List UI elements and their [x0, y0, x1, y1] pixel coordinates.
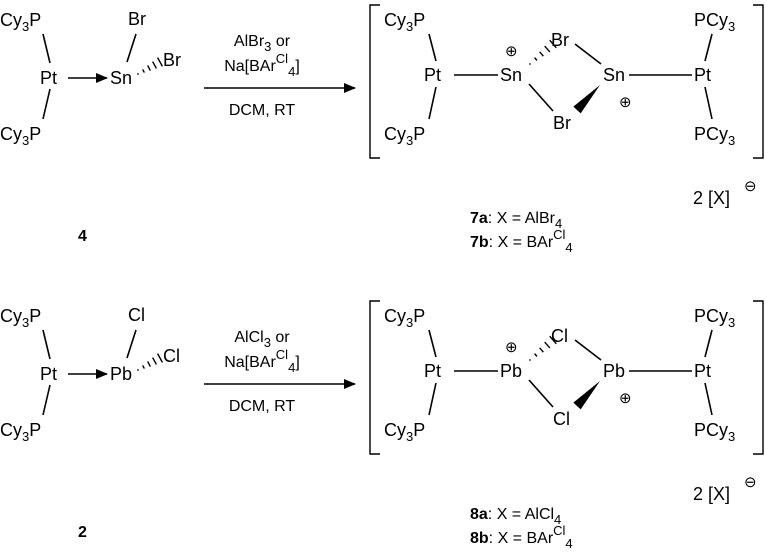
- product-metal-left-label: Sn: [500, 65, 522, 85]
- product-metal-left-charge: ⊕: [505, 43, 518, 60]
- product-bridging-halide-bottom-label: Br: [553, 113, 571, 133]
- product-label-a-number: 7a: [470, 210, 488, 227]
- reactant-pt-label: Pt: [40, 364, 57, 384]
- reactant-pcy3-top-label: Cy3P: [0, 306, 41, 330]
- condition-solvent-line: DCM, RT: [229, 102, 296, 119]
- product-bridge-bond-upper-right: [574, 43, 602, 65]
- product-right-p-pt-bond-top: [704, 329, 713, 358]
- product-label-b: 7b: X = BArCl4: [470, 227, 573, 255]
- product-left-pcy3-bottom-label: Cy3P: [384, 420, 425, 444]
- product-right-pcy3-bottom-label: PCy3: [694, 124, 735, 148]
- product-left-p-pt-bond-top: [428, 33, 437, 62]
- reactant-pcy3-bottom-label: Cy3P: [0, 124, 41, 148]
- product-counterion-charge: ⊖: [744, 178, 757, 195]
- reactant-p-pt-bond-top: [42, 33, 51, 64]
- reactant-hashed-halide-bond: [137, 57, 164, 75]
- reactant-hashed-halide-bond: [137, 353, 164, 371]
- product-bridging-halide-bottom-label: Cl: [553, 409, 570, 429]
- product-metal-left-label: Pb: [500, 361, 522, 381]
- product-bridge-bond-lower-left: [528, 379, 554, 408]
- reactant-pcy3-bottom-label: Cy3P: [0, 420, 41, 444]
- reactant-metal-halide-bond: [126, 329, 137, 359]
- product-right-pt-label: Pt: [694, 65, 711, 85]
- product-left-bracket: [369, 300, 380, 455]
- product-bridge-bond-upper-right: [574, 339, 602, 361]
- product-right-p-pt-bond-bottom: [704, 86, 713, 120]
- product-label-b-number: 8b: [470, 530, 489, 547]
- product-right-bracket: [753, 300, 764, 455]
- reactant-pcy3-top-label: Cy3P: [0, 10, 41, 34]
- product-left-p-pt-bond-bottom: [428, 86, 437, 120]
- product-right-bracket: [753, 4, 764, 159]
- condition-reagent-line2: Na[BArCl4]: [224, 347, 300, 375]
- product-label-a: 7a: X = AlBr4: [470, 210, 562, 231]
- reactant-halide-right-label: Br: [163, 50, 181, 70]
- product-bridging-halide-top-label: Br: [551, 30, 569, 50]
- product-metal-right-charge: ⊕: [619, 390, 632, 407]
- reactant-metal-label: Sn: [110, 68, 132, 88]
- product-left-p-pt-bond-top: [428, 329, 437, 358]
- reactant-pt-label: Pt: [40, 68, 57, 88]
- product-left-pcy3-top-label: Cy3P: [384, 306, 425, 330]
- product-right-pcy3-top-label: PCy3: [694, 10, 735, 34]
- condition-reagent-line1: AlBr3 or: [234, 33, 291, 54]
- product-metal-right-charge: ⊕: [619, 94, 632, 111]
- product-label-a: 8a: X = AlCl4: [470, 506, 561, 527]
- reactant-p-pt-bond-bottom: [42, 88, 51, 120]
- product-hashed-bridge-bond: [528, 335, 557, 362]
- product-counterion-charge: ⊖: [744, 474, 757, 491]
- product-left-pt-label: Pt: [424, 65, 441, 85]
- product-counterion-label: 2 [X]: [693, 484, 730, 504]
- product-label-a-number: 8a: [470, 506, 488, 523]
- reactant-metal-label: Pb: [110, 364, 132, 384]
- condition-solvent-line: DCM, RT: [229, 398, 296, 415]
- product-right-pcy3-top-label: PCy3: [694, 306, 735, 330]
- reactant-p-pt-bond-bottom: [42, 384, 51, 416]
- product-bridging-halide-top-label: Cl: [551, 326, 568, 346]
- product-counterion-label: 2 [X]: [693, 188, 730, 208]
- product-right-pcy3-bottom-label: PCy3: [694, 420, 735, 444]
- product-hashed-bridge-bond: [528, 39, 557, 66]
- reactant-halide-right-label: Cl: [163, 346, 180, 366]
- product-metal-right-label: Sn: [603, 65, 625, 85]
- product-left-pcy3-bottom-label: Cy3P: [384, 124, 425, 148]
- product-right-pt-label: Pt: [694, 361, 711, 381]
- product-label-b: 8b: X = BArCl4: [470, 523, 573, 551]
- product-solid-wedge-bridge-bond: [573, 85, 600, 114]
- product-right-p-pt-bond-top: [704, 33, 713, 62]
- condition-reagent-line2: Na[BArCl4]: [224, 51, 300, 79]
- product-bridge-bond-lower-left: [528, 83, 554, 112]
- product-metal-left-charge: ⊕: [505, 339, 518, 356]
- reactant-compound-number: 4: [78, 228, 87, 245]
- product-right-p-pt-bond-bottom: [704, 382, 713, 416]
- product-left-bracket: [369, 4, 380, 159]
- product-left-pcy3-top-label: Cy3P: [384, 10, 425, 34]
- reactant-metal-halide-bond: [126, 33, 137, 63]
- condition-reagent-line1: AlCl3 or: [234, 329, 290, 350]
- reactant-compound-number: 2: [78, 524, 87, 541]
- product-left-p-pt-bond-bottom: [428, 382, 437, 416]
- reactant-p-pt-bond-top: [42, 329, 51, 360]
- reactant-halide-top-label: Br: [128, 9, 146, 29]
- product-solid-wedge-bridge-bond: [573, 381, 600, 410]
- reactant-halide-top-label: Cl: [128, 305, 145, 325]
- product-metal-right-label: Pb: [603, 361, 625, 381]
- product-label-b-number: 7b: [470, 234, 489, 251]
- product-left-pt-label: Pt: [424, 361, 441, 381]
